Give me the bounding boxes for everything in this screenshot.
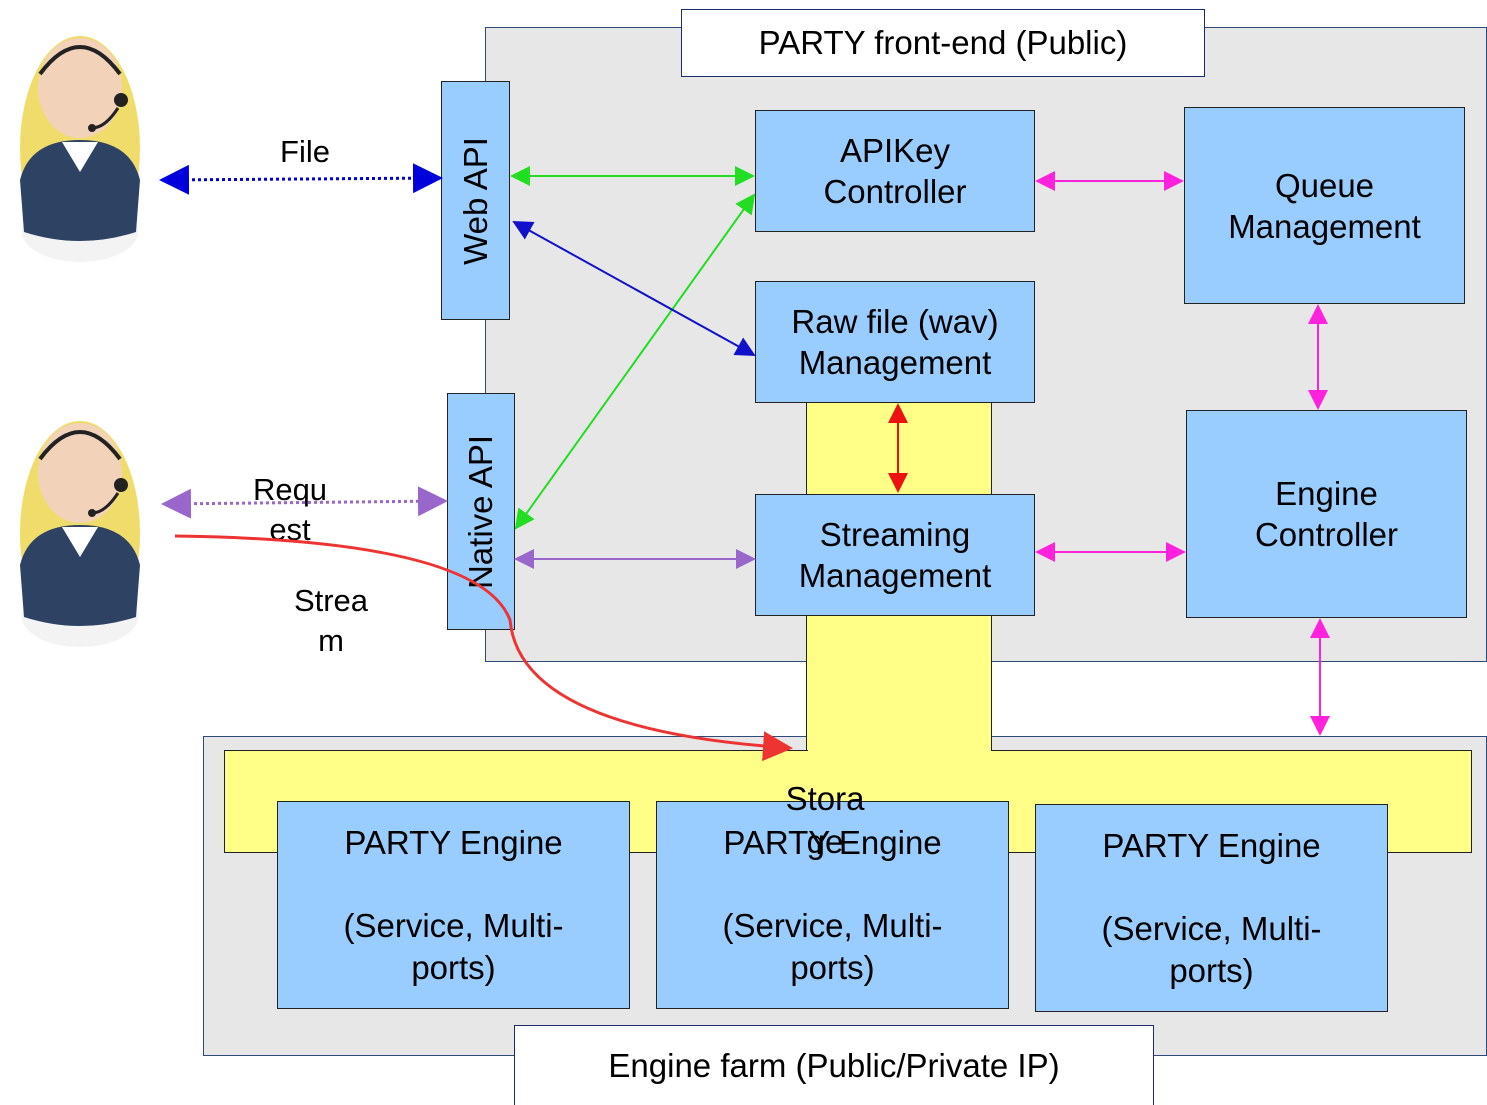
storage-vertical-bar-inner: [807, 748, 991, 754]
engine-title: PARTY Engine: [723, 823, 942, 861]
webapi-rawfile-arrow: [512, 221, 756, 356]
streaming-line2: Management: [798, 557, 992, 594]
engine-description: (Service, Multi-ports): [722, 906, 943, 986]
file-arrow: [159, 163, 443, 195]
engine-box-1: PARTY Engine (Service, Multi-ports): [277, 801, 630, 1009]
rawfile-line1: Raw file (wav): [791, 303, 999, 340]
engine-description: (Service, Multi-ports): [1101, 909, 1322, 989]
rawfile-management-box: Raw file (wav) Management: [755, 281, 1035, 403]
engine-box-2: PARTY Engine (Service, Multi-ports): [656, 801, 1009, 1009]
apikey-line2: Controller: [823, 173, 967, 210]
engine-title: PARTY Engine: [1102, 826, 1321, 864]
web-api-box: Web API: [441, 81, 510, 320]
queue-line1: Queue: [1274, 166, 1375, 204]
apikey-line1: APIKey: [839, 132, 951, 169]
file-label: File: [280, 134, 330, 169]
frontend-title: PARTY front-end (Public): [681, 9, 1205, 77]
streaming-line1: Streaming: [819, 516, 971, 553]
streaming-management-box: Streaming Management: [755, 494, 1035, 616]
nativeapi-apikey-arrow: [514, 193, 756, 530]
engine-farm-title: Engine farm (Public/Private IP): [514, 1025, 1154, 1105]
engine-controller-line1: Engine: [1275, 475, 1378, 512]
user-avatar-icon: [20, 421, 140, 647]
queue-line2: Management: [1228, 207, 1421, 245]
user-avatar-icon: [20, 36, 140, 262]
request-arrow: [161, 486, 448, 519]
rawfile-line2: Management: [798, 344, 992, 381]
stream-arrow: [174, 534, 793, 762]
engine-controller-line2: Controller: [1254, 516, 1399, 553]
engine-title: PARTY Engine: [344, 823, 563, 861]
engine-box-3: PARTY Engine (Service, Multi-ports): [1035, 804, 1388, 1012]
apikey-controller-box: APIKey Controller: [755, 110, 1035, 232]
engine-description: (Service, Multi-ports): [343, 906, 564, 986]
engine-controller-box: Engine Controller: [1186, 410, 1467, 618]
queue-management-box: Queue Management: [1184, 107, 1465, 304]
